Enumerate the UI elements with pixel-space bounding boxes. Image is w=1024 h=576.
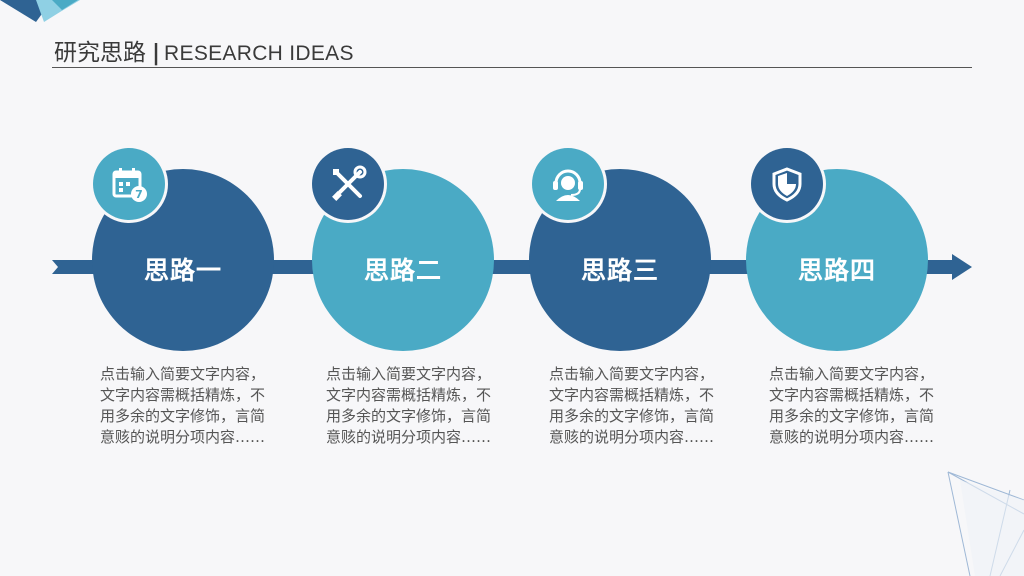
step-title-3: 思路三 — [580, 256, 659, 285]
title-underline — [52, 67, 972, 68]
tools-icon — [312, 148, 384, 220]
title-chinese: 研究思路 — [54, 40, 146, 66]
step-description-3: 点击输入简要文字内容，文字内容需概括精炼，不用多余的文字修饰，言简意赅的说明分项… — [549, 365, 715, 446]
page-title: 研究思路|RESEARCH IDEAS — [54, 33, 354, 67]
step-title-4: 思路四 — [797, 256, 876, 285]
corner-decoration — [0, 0, 80, 22]
title-english: RESEARCH IDEAS — [164, 42, 354, 65]
calendar-icon: 7 — [93, 148, 165, 220]
step-description-2: 点击输入简要文字内容，文字内容需概括精炼，不用多余的文字修饰，言简意赅的说明分项… — [326, 365, 492, 446]
step-title-2: 思路二 — [363, 256, 442, 285]
headset-support-icon — [532, 148, 604, 220]
step-description-1: 点击输入简要文字内容，文字内容需概括精炼，不用多余的文字修饰，言简意赅的说明分项… — [100, 365, 266, 446]
timeline-arrowhead — [952, 254, 972, 280]
shield-icon — [751, 148, 823, 220]
title-separator: | — [152, 41, 161, 66]
step-title-1: 思路一 — [143, 256, 222, 285]
svg-text:7: 7 — [135, 188, 143, 201]
timeline-bar — [62, 260, 952, 274]
step-description-4: 点击输入简要文字内容，文字内容需概括精炼，不用多余的文字修饰，言简意赅的说明分项… — [769, 365, 935, 446]
